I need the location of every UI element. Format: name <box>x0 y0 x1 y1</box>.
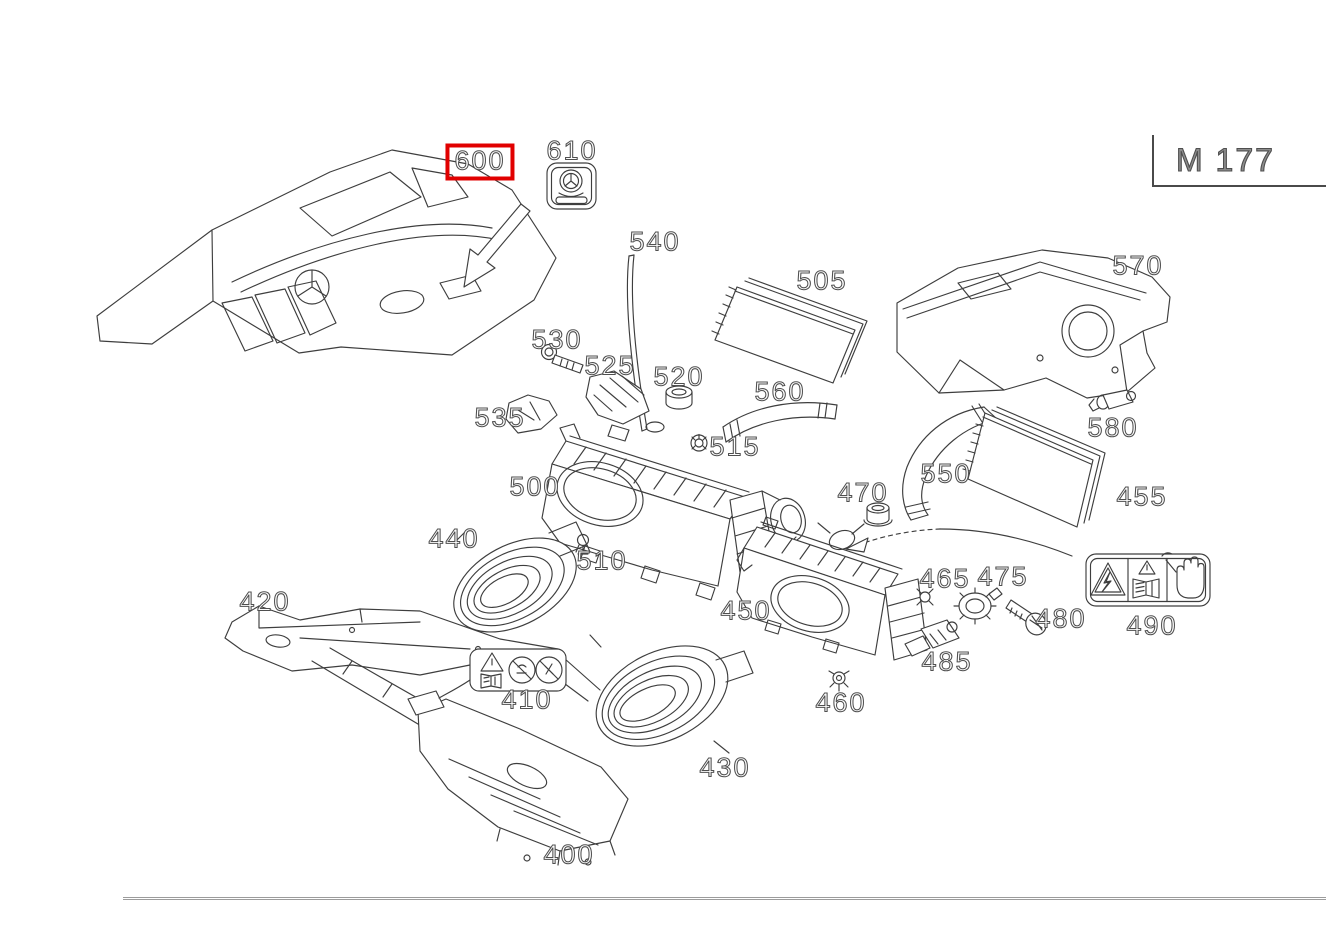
part-number-text: 515 <box>709 431 761 462</box>
part-label-465[interactable]: 465 <box>919 563 971 594</box>
safety-label-490[interactable] <box>1085 552 1211 607</box>
read-operating-manual-icon <box>480 652 504 689</box>
part-label-520[interactable]: 520 <box>653 361 705 392</box>
footer-divider <box>123 897 1326 900</box>
part-number-text: 485 <box>921 646 973 677</box>
part-drawing-nut-515[interactable] <box>690 433 708 452</box>
part-number-text: 480 <box>1035 603 1087 634</box>
part-number-text: 610 <box>546 135 598 166</box>
part-label-485[interactable]: 485 <box>921 646 973 677</box>
part-number-text: 535 <box>474 402 526 433</box>
part-number-text: 520 <box>653 361 705 392</box>
part-number-text: 560 <box>754 376 806 407</box>
part-label-535[interactable]: 535 <box>474 402 526 433</box>
part-number-text: 460 <box>815 687 867 718</box>
part-number-text: 430 <box>699 752 751 783</box>
part-drawing-badge-610[interactable] <box>546 162 597 210</box>
part-drawing-clip-460[interactable] <box>828 670 850 692</box>
part-number-text: 570 <box>1112 250 1164 281</box>
part-label-450[interactable]: 450 <box>720 595 772 626</box>
part-number-text: 550 <box>920 458 972 489</box>
part-label-455[interactable]: 455 <box>1116 481 1168 512</box>
part-label-400[interactable]: 400 <box>543 839 595 870</box>
hand-injury-warning-icon <box>1161 552 1205 599</box>
part-number-text: 500 <box>509 471 561 502</box>
part-drawing-mount-470[interactable] <box>863 502 893 527</box>
part-drawing-cover-570[interactable] <box>896 249 1171 399</box>
part-drawing-engine-cover-600[interactable] <box>96 149 557 356</box>
part-number-text: 510 <box>576 545 628 576</box>
part-number-text: 410 <box>501 684 553 715</box>
part-label-570[interactable]: 570 <box>1112 250 1164 281</box>
part-number-text: 540 <box>629 226 681 257</box>
part-label-560[interactable]: 560 <box>754 376 806 407</box>
part-drawing-sensor-485[interactable] <box>904 619 960 657</box>
part-number-text: 525 <box>584 350 636 381</box>
prohibition-circle-icon <box>535 656 563 684</box>
part-drawing-sensor-580[interactable] <box>1088 389 1137 412</box>
part-number-text: 470 <box>837 477 889 508</box>
part-label-525[interactable]: 525 <box>584 350 636 381</box>
leader-line-490 <box>845 528 1073 557</box>
part-drawing-bracket-525[interactable] <box>585 370 650 425</box>
part-label-505[interactable]: 505 <box>796 265 848 296</box>
part-label-475[interactable]: 475 <box>977 561 1029 592</box>
part-number-text: 420 <box>239 586 291 617</box>
part-number-text: 455 <box>1116 481 1168 512</box>
part-number-text: 465 <box>919 563 971 594</box>
part-drawing-bolt-530[interactable] <box>540 343 584 374</box>
read-operating-manual-icon <box>1132 560 1160 599</box>
part-label-510[interactable]: 510 <box>576 545 628 576</box>
part-number-text: 400 <box>543 839 595 870</box>
part-label-480[interactable]: 480 <box>1035 603 1087 634</box>
part-number-text: 505 <box>796 265 848 296</box>
part-drawing-clip-465[interactable] <box>916 588 934 606</box>
part-label-550[interactable]: 550 <box>920 458 972 489</box>
part-drawing-housing-450[interactable] <box>736 516 928 661</box>
part-number-text: 450 <box>720 595 772 626</box>
prohibition-circle-icon <box>508 656 536 684</box>
part-number-text: 440 <box>428 523 480 554</box>
part-drawing-duct-430[interactable] <box>580 626 754 766</box>
part-label-420[interactable]: 420 <box>239 586 291 617</box>
part-drawing-bracket-535[interactable] <box>505 394 558 434</box>
part-drawing-bushing-520[interactable] <box>665 385 693 410</box>
part-number-text: 580 <box>1087 412 1139 443</box>
part-number-text: 490 <box>1126 610 1178 641</box>
part-drawing-hose-560[interactable] <box>722 402 838 443</box>
part-label-470[interactable]: 470 <box>837 477 889 508</box>
part-drawing-bolt-480[interactable] <box>1005 599 1050 638</box>
part-label-540[interactable]: 540 <box>629 226 681 257</box>
part-label-440[interactable]: 440 <box>428 523 480 554</box>
model-code: M 177 <box>1175 141 1275 178</box>
part-label-500[interactable]: 500 <box>509 471 561 502</box>
part-drawing-filter-455[interactable] <box>962 406 1106 528</box>
part-label-530[interactable]: 530 <box>531 324 583 355</box>
part-label-580[interactable]: 580 <box>1087 412 1139 443</box>
part-number-text: 600 <box>454 145 506 176</box>
leader-line-410 <box>438 679 471 699</box>
part-label-460[interactable]: 460 <box>815 687 867 718</box>
part-label-430[interactable]: 430 <box>699 752 751 783</box>
part-drawing-filter-505[interactable] <box>711 277 868 384</box>
part-drawing-crossmember-400[interactable] <box>224 605 629 866</box>
high-voltage-warning-icon <box>1090 562 1126 596</box>
part-label-490[interactable]: 490 <box>1126 610 1178 641</box>
part-label-515[interactable]: 515 <box>709 431 761 462</box>
part-drawing-clamp-475[interactable] <box>953 587 1003 625</box>
part-label-600[interactable]: 600 <box>445 143 515 181</box>
part-number-text: 530 <box>531 324 583 355</box>
safety-label-410[interactable] <box>438 648 567 699</box>
model-code-box: M 177 <box>1152 135 1326 187</box>
part-label-610[interactable]: 610 <box>546 135 598 166</box>
part-label-410[interactable]: 410 <box>501 684 553 715</box>
badge-position-arrow <box>463 203 531 288</box>
part-number-text: 475 <box>977 561 1029 592</box>
